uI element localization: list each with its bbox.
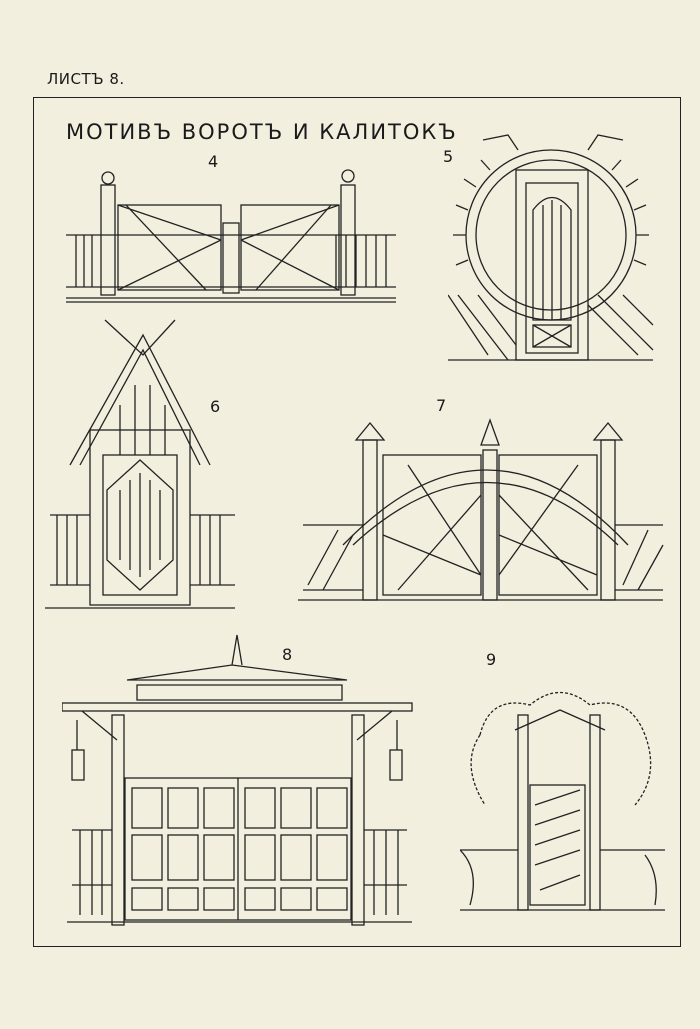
- figure-7-gate-drawing: [298, 418, 664, 601]
- plate-title: МОТИВЪ ВОРОТЪ И КАЛИТОКЪ: [66, 120, 458, 144]
- figure-4-gate-drawing: [66, 169, 396, 303]
- figure-number-6: 6: [210, 397, 221, 416]
- fence-slats: [75, 235, 387, 287]
- figure-9-wicket-drawing: [460, 692, 665, 911]
- figure-number-5: 5: [443, 147, 454, 166]
- figure-5-wicket-drawing: [448, 134, 654, 361]
- figure-8-gate-drawing: [62, 634, 413, 926]
- figure-6-gate-drawing: [45, 319, 235, 609]
- drawing-frame: [33, 97, 681, 947]
- figure-number-4: 4: [208, 152, 219, 171]
- figure-number-9: 9: [486, 650, 497, 669]
- figure-number-7: 7: [436, 396, 447, 415]
- sheet-label: ЛИСТЪ 8.: [47, 70, 125, 88]
- figure-number-8: 8: [282, 645, 293, 664]
- door-panels: [131, 787, 348, 911]
